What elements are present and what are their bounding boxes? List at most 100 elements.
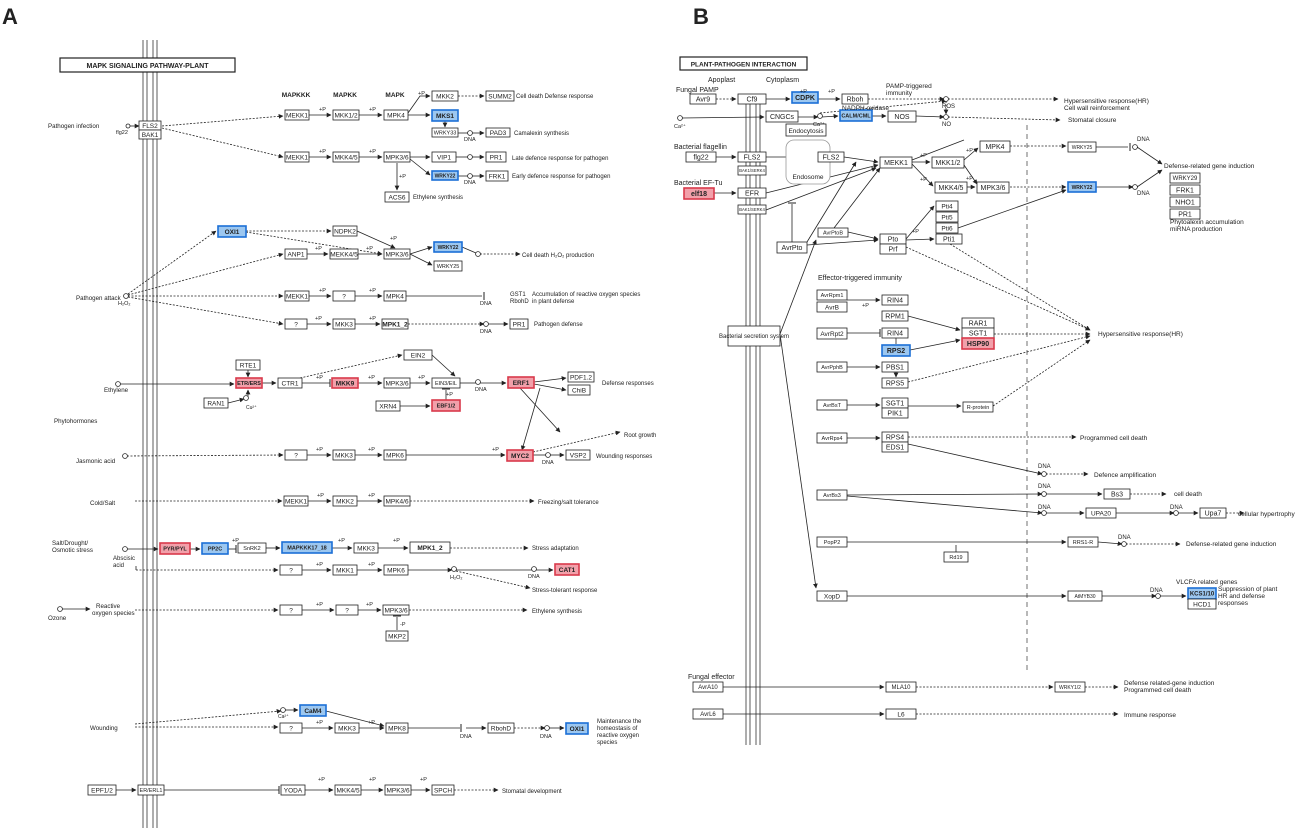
node-myb30[interactable]: AtMYB30 [1067,590,1103,602]
node-mpk36-a[interactable]: MPK3/6 [383,151,411,163]
node-avrbst[interactable]: AvrBsT [816,399,848,411]
node-rps5[interactable]: RPS5 [881,377,909,389]
node-avrrpm1[interactable]: AvrRpm1 [816,289,848,301]
node-rin4-a[interactable]: RIN4 [881,294,909,306]
node-mkk2-b[interactable]: MKK2 [332,495,358,507]
node-pr1[interactable]: PR1 [1169,208,1201,220]
node-mekk45[interactable]: MEKK4/5 [329,248,359,260]
node-fls2[interactable]: FLS2 [138,120,162,131]
node-mks1[interactable]: MKS1 [431,109,459,122]
node-myc2[interactable]: MYC2 [506,449,534,462]
node-pti4[interactable]: Pti4 [935,200,959,212]
node-mkk3-c[interactable]: MKK3 [353,542,379,554]
node-upa7[interactable]: Upa7 [1199,507,1227,519]
node-xrn4[interactable]: XRN4 [375,400,401,412]
node-avrpto[interactable]: AvrPto [776,241,808,254]
node-erf-er[interactable]: ER/ERL1 [137,784,165,796]
node-hsp90[interactable]: HSP90 [961,337,995,350]
node-mekk1-a[interactable]: MEKK1 [284,109,310,121]
node-rpm1[interactable]: RPM1 [881,310,909,322]
node-cdpk[interactable]: CDPK [791,91,819,104]
node-pto[interactable]: Pto [879,233,907,245]
node-mkk45[interactable]: MKK4/5 [934,181,968,194]
node-vsp2[interactable]: VSP2 [565,449,591,461]
node-rprotein[interactable]: R-protein [962,401,994,413]
node-mekk1-c[interactable]: MEKK1 [284,290,310,302]
node-mpk8[interactable]: MPK8 [385,722,409,734]
node-eds1[interactable]: EDS1 [881,441,909,453]
node-wrky25[interactable]: WRKY25 [433,260,463,272]
node-cam4[interactable]: CaM4 [299,704,327,717]
node-prf[interactable]: Prf [879,243,907,255]
node-q6[interactable]: ? [335,604,359,616]
node-q1[interactable]: ? [332,290,356,302]
node-wrky25[interactable]: WRKY25 [1067,141,1097,153]
node-mkk2-a[interactable]: MKK2 [431,90,459,102]
node-mkk12-a[interactable]: MKK1/2 [332,109,360,121]
node-pyr[interactable]: PYR/PYL [159,542,191,555]
node-q2[interactable]: ? [284,318,308,330]
node-pdf12[interactable]: PDF1.2 [567,371,595,383]
node-mkk3-a[interactable]: MKK3 [332,318,356,330]
node-ein3[interactable]: EIN3/EIL [431,377,461,389]
node-sgt1-a[interactable]: SGT1 [961,327,995,339]
node-bak1[interactable]: BAK1 [138,129,162,140]
node-frk1-a[interactable]: FRK1 [485,170,509,182]
node-bs3[interactable]: Bs3 [1103,488,1131,500]
node-popp2[interactable]: PopP2 [816,536,848,548]
node-bak1[interactable]: BAK1/SERK4 [737,165,767,176]
node-mkk9[interactable]: MKK9 [331,377,359,389]
node-bacterial-secretion[interactable]: Bacterial secretion system [719,325,789,347]
node-mpk46[interactable]: MPK4/6 [383,495,411,507]
node-avrl6[interactable]: AvrL6 [692,708,724,720]
node-nho1[interactable]: NHO1 [1169,196,1201,208]
node-mpk36-b[interactable]: MPK3/6 [383,248,411,260]
node-frk1[interactable]: FRK1 [1169,184,1201,196]
node-fls2-a[interactable]: FLS2 [737,151,767,163]
node-pp2c[interactable]: PP2C [201,542,229,555]
node-calm[interactable]: CALM/CML [839,109,873,122]
node-vip1[interactable]: VIP1 [431,151,457,163]
node-rrs1[interactable]: RRS1-R [1067,536,1099,548]
node-pti5[interactable]: Pti5 [935,211,959,223]
node-mkk12[interactable]: MKK1/2 [931,156,965,169]
node-avra10[interactable]: AvrA10 [692,681,724,693]
node-wrky29[interactable]: WRKY29 [1169,172,1201,184]
node-fls2-b[interactable]: FLS2 [817,151,845,163]
node-q5[interactable]: ? [279,604,303,616]
node-mpk36-c[interactable]: MPK3/6 [383,377,411,389]
node-mpk12-b[interactable]: MPK1_2 [409,541,451,554]
node-mkk1-e[interactable]: MKK1 [332,564,358,576]
node-avrbs3[interactable]: AvrBs3 [816,489,848,501]
node-mpk4-b[interactable]: MPK4 [383,290,407,302]
node-flg22[interactable]: flg22 [685,151,717,163]
node-oxi1-b[interactable]: OXI1 [565,722,589,735]
node-mkk45-b[interactable]: MKK4/5 [334,784,362,796]
node-wrky12[interactable]: WRKY1/2 [1054,681,1086,693]
node-mpk4[interactable]: MPK4 [979,140,1011,153]
node-pr1-a[interactable]: PR1 [485,151,507,163]
node-avrrps4[interactable]: AvrRps4 [816,432,848,444]
node-q7[interactable]: ? [279,722,303,734]
node-ran1[interactable]: RAN1 [203,397,229,409]
node-rd19[interactable]: Rd19 [943,551,969,563]
node-avrptob[interactable]: AvrPtoB [817,227,849,238]
node-wrky33[interactable]: WRKY33 [431,127,459,138]
node-q4[interactable]: ? [279,564,303,576]
node-wrky22[interactable]: WRKY22 [1067,181,1097,193]
node-acs6[interactable]: ACS6 [384,191,410,203]
node-nos[interactable]: NOS [887,110,917,123]
node-pad3[interactable]: PAD3 [485,127,511,138]
node-pr1-b[interactable]: PR1 [509,318,529,330]
node-mkk45-a[interactable]: MKK4/5 [332,151,360,163]
node-rar1[interactable]: RAR1 [961,317,995,329]
node-mekk1[interactable]: MEKK1 [879,156,913,169]
node-hcd1[interactable]: HCD1 [1187,598,1217,610]
node-rps4[interactable]: RPS4 [881,431,909,443]
node-pti1[interactable]: Pti1 [935,233,963,245]
node-mkp2[interactable]: MKP2 [385,630,409,642]
node-avrb[interactable]: AvrB [816,301,848,313]
node-upa20[interactable]: UPA20 [1085,507,1117,519]
node-bak1-b[interactable]: BAK1/SERK4 [737,204,767,215]
node-pti6[interactable]: Pti6 [935,222,959,234]
